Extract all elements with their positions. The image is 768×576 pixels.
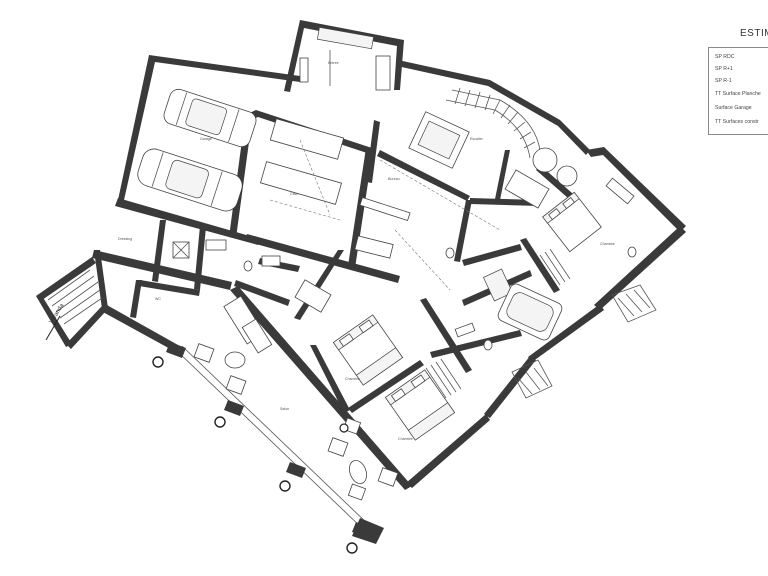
svg-text:Escalier: Escalier [470, 137, 484, 141]
legend-row-surface-garage: Surface Garage [715, 105, 752, 111]
room-labels: Garage Cave Entree Escalier Chambre Cham… [118, 61, 615, 441]
legend-row-sp-r1: SP R+1 [715, 66, 733, 72]
garage-cars [137, 88, 257, 212]
svg-text:Entree: Entree [328, 61, 339, 65]
bedroom-furniture [332, 191, 602, 441]
legend-title: ESTIM [740, 28, 768, 39]
facade-columns [152, 342, 384, 554]
estimate-legend-box: SP RDC SP R+1 SP R-1 TT Surface Planche … [708, 47, 768, 135]
legend-row-surfaces-construites: TT Surfaces constr [715, 119, 759, 125]
central-gallery [354, 111, 501, 291]
svg-text:Dressing: Dressing [118, 237, 132, 241]
exterior-walls [36, 20, 686, 490]
legend-row-surface-plancher: TT Surface Planche [715, 91, 761, 97]
bath-fixtures [172, 147, 637, 351]
verandah-steps [45, 269, 103, 341]
legend-row-sp-rdc: SP RDC [715, 54, 735, 60]
svg-text:WC: WC [155, 297, 161, 301]
svg-text:Salon: Salon [280, 407, 289, 411]
svg-text:Chambre: Chambre [600, 242, 615, 246]
svg-text:Chambre: Chambre [398, 437, 413, 441]
svg-text:Chambre: Chambre [345, 377, 360, 381]
legend-row-sp-r-1: SP R-1 [715, 78, 732, 84]
svg-text:Cave: Cave [290, 192, 298, 196]
balconies [511, 284, 657, 399]
svg-text:Bureau: Bureau [388, 177, 400, 181]
living-furniture [193, 279, 399, 501]
staircase [445, 87, 541, 159]
svg-text:Garage: Garage [200, 137, 212, 141]
cave-furniture [259, 118, 345, 221]
tower-furniture [299, 26, 391, 91]
